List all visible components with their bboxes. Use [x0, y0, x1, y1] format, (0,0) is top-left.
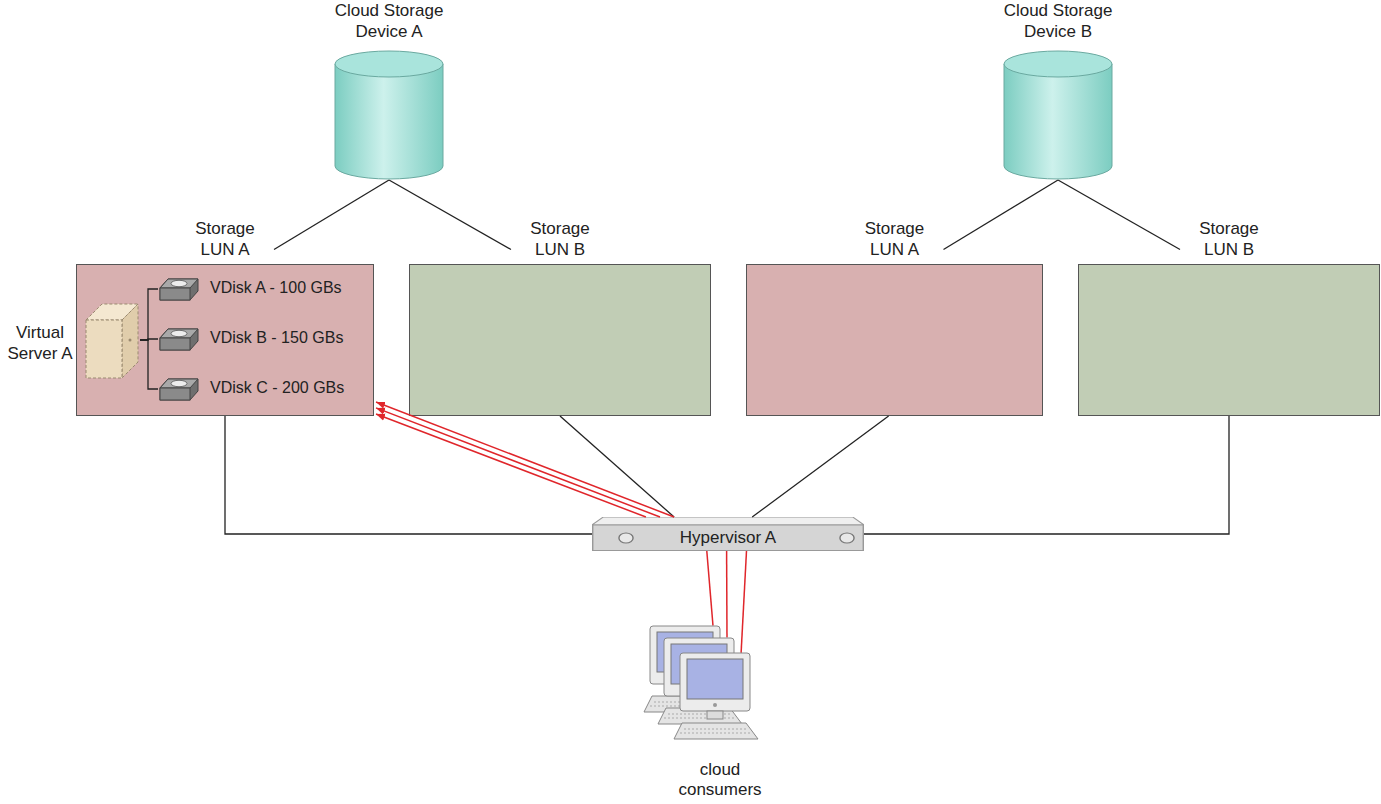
storage-lun: Storage LUN A: [746, 264, 1043, 416]
cloud-storage-device: Cloud Storage Device B: [984, 0, 1132, 182]
request-line: [726, 551, 728, 638]
connector-line: [274, 180, 389, 250]
lun-panel: [409, 264, 711, 416]
lun-panel: [1078, 264, 1380, 416]
storage-cylinder: [334, 50, 444, 180]
lun-label: Storage LUN B: [1186, 218, 1272, 260]
hypervisor: Hypervisor A: [592, 517, 864, 551]
virtual-disk: VDisk A - 100 GBs: [158, 274, 363, 304]
connector-line: [752, 416, 888, 517]
disk-label: VDisk A - 100 GBs: [210, 278, 342, 298]
request-line: [376, 414, 646, 517]
hypervisor-label: Hypervisor A: [592, 527, 864, 548]
disk-icon: [158, 326, 200, 352]
cloud-storage-device: Cloud Storage Device A: [315, 0, 463, 182]
connector-line: [560, 416, 674, 517]
lun-label: Storage LUN B: [517, 218, 603, 260]
storage-lun: Storage LUN AVirtual Server AVDisk A - 1…: [76, 264, 374, 416]
request-line: [741, 551, 746, 653]
lun-label: Storage LUN A: [182, 218, 268, 260]
lun-panel: [746, 264, 1043, 416]
storage-lun: Storage LUN B: [1078, 264, 1380, 416]
storage-lun: Storage LUN B: [409, 264, 711, 416]
request-line: [707, 551, 713, 626]
disk-label: VDisk B - 150 GBs: [210, 328, 343, 348]
device-label: Cloud Storage Device B: [984, 0, 1132, 42]
cloud-consumers: cloud consumers: [630, 622, 810, 804]
virtual-disk: VDisk C - 200 GBs: [158, 374, 363, 404]
virtual-server: Virtual Server A: [84, 300, 140, 380]
connector-line: [1058, 180, 1180, 250]
lun-label: Storage LUN A: [852, 218, 938, 260]
virtual-disk: VDisk B - 150 GBs: [158, 324, 363, 354]
connector-line: [864, 416, 1229, 534]
server-label: Virtual Server A: [2, 322, 78, 364]
connector-line: [389, 180, 511, 250]
computer-icons: [630, 622, 810, 762]
device-label: Cloud Storage Device A: [315, 0, 463, 42]
request-line: [376, 402, 674, 517]
request-line: [376, 408, 660, 517]
consumers-label: cloud consumers: [670, 760, 770, 800]
disk-icon: [158, 276, 200, 302]
disk-label: VDisk C - 200 GBs: [210, 378, 344, 398]
storage-cylinder: [1003, 50, 1113, 180]
disk-icon: [158, 376, 200, 402]
server-icon: [84, 300, 140, 380]
connector-line: [944, 180, 1059, 250]
